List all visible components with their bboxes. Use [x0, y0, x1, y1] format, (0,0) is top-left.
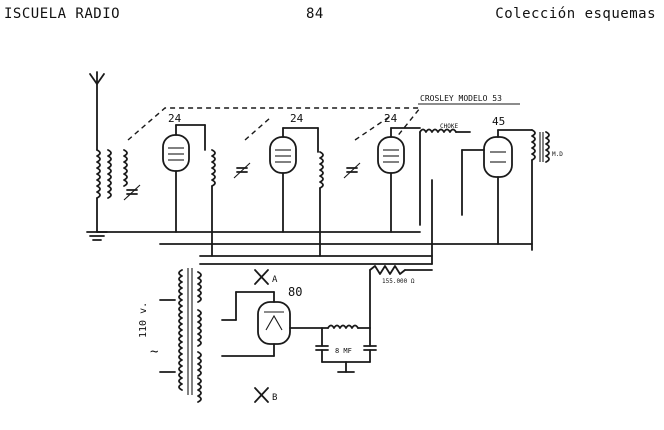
- tuning-capacitors: [123, 162, 361, 201]
- tube-detector: 24: [377, 112, 421, 174]
- mains-voltage-label: 110 v.: [138, 302, 149, 338]
- mains-input: 110 v. ~: [138, 302, 158, 360]
- mark-a: A: [254, 269, 278, 285]
- output-transformer: M.D: [531, 129, 563, 251]
- antenna-coil: [96, 149, 112, 233]
- filter-cap-label: 8 MF: [335, 347, 352, 355]
- ganged-tuning-link: [127, 107, 422, 141]
- bus-wiring: [96, 149, 533, 265]
- bias-resistor: 155.000 Ω: [369, 265, 433, 285]
- bias-resistor-label: 155.000 Ω: [382, 278, 415, 285]
- mains-symbol: ~: [150, 344, 158, 360]
- header-right-title: Colección esquemas: [495, 6, 656, 22]
- model-text: CROSLEY MODELO 53: [420, 94, 502, 103]
- mark-b: B: [254, 387, 277, 403]
- filter-section: 8 MF: [289, 269, 377, 373]
- tube-rf1-label: 24: [168, 112, 182, 125]
- mark-b-label: B: [272, 393, 277, 403]
- tube-rf1: 24: [162, 112, 206, 172]
- tube-rf2-label: 24: [290, 112, 304, 125]
- tube-rf2: 24: [269, 112, 319, 174]
- tube-rectifier-label: 80: [288, 285, 302, 299]
- choke-coil: CHOKE: [419, 123, 471, 226]
- power-transformer: [159, 268, 202, 403]
- rf-coils: [123, 149, 324, 189]
- tube-rectifier: 80: [221, 285, 302, 357]
- output-transformer-label: M.D: [552, 151, 563, 158]
- mark-a-label: A: [272, 275, 278, 285]
- choke-label: CHOKE: [440, 123, 458, 130]
- model-label: CROSLEY MODELO 53: [418, 94, 520, 105]
- tube-detector-label: 24: [384, 112, 398, 125]
- page-number: 84: [306, 6, 324, 22]
- tube-output-label: 45: [492, 115, 505, 128]
- tube-output: 45: [483, 115, 533, 178]
- header-left-title: ISCUELA RADIO: [4, 6, 121, 22]
- antenna-symbol: [89, 71, 105, 151]
- ground-symbol: [86, 231, 108, 241]
